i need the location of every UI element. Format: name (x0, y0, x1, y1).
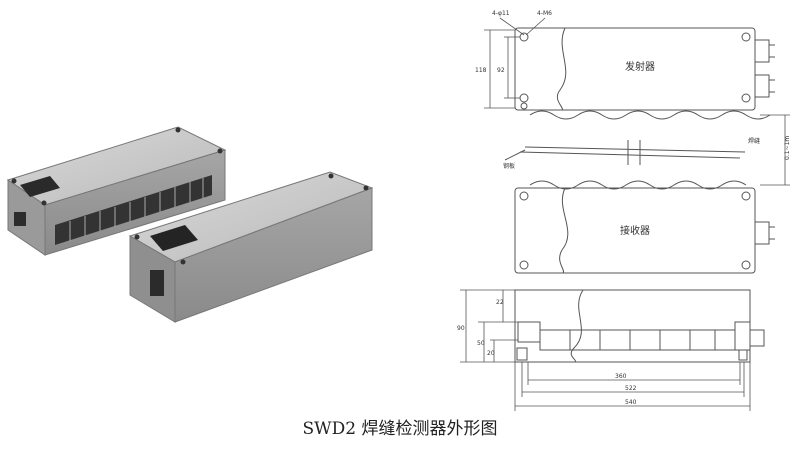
transmitter-label: 发射器 (625, 60, 655, 73)
screw-back-3 (217, 148, 223, 154)
weld-label: 焊缝 (748, 137, 760, 145)
transmitter-connector-2 (754, 74, 770, 98)
side-window (539, 329, 736, 351)
dim-90: 90 (457, 325, 465, 332)
hole-r-bl (519, 260, 529, 270)
hole-r-br (741, 260, 751, 270)
dim-22: 22 (496, 299, 504, 306)
device-photo-back (6, 126, 227, 256)
screw-front-3 (363, 185, 369, 191)
receiver-label: 接收器 (620, 224, 650, 237)
hole-br (741, 93, 751, 103)
steel-strip (504, 140, 746, 165)
break-line-mid (559, 187, 569, 274)
side-view-drawing (514, 289, 765, 363)
transmitter-connector-1 (754, 39, 770, 63)
label-plate-front (150, 225, 198, 251)
callout-holes-b: 4-M6 (537, 10, 552, 17)
screw-front-1 (134, 234, 140, 240)
label-plate-back (20, 176, 60, 197)
hole-bl (519, 93, 529, 103)
receiver-connector (754, 221, 770, 245)
receiver-drawing (514, 180, 775, 274)
range-dim (760, 114, 790, 186)
hole-bl2 (520, 102, 528, 110)
dim-540: 540 (625, 399, 637, 406)
dim-522: 522 (625, 385, 637, 392)
device-front-side (174, 187, 373, 323)
transmitter-dims (484, 17, 546, 109)
side-endcap-right (734, 321, 751, 351)
side-view-dims (460, 289, 751, 411)
side-foot-left (516, 347, 528, 361)
transmitter-drawing (514, 27, 775, 120)
dim-50: 50 (477, 340, 485, 347)
screw-front-2 (328, 173, 334, 179)
weld-wave-bottom (529, 180, 747, 190)
break-line-bottom (570, 289, 584, 363)
screw-back-1 (11, 178, 17, 184)
dim-range: 0.1~1m (784, 136, 791, 160)
figure-caption: SWD2 焊缝检测器外形图 (302, 419, 498, 439)
side-view-outline (514, 289, 751, 363)
break-line-top (556, 27, 567, 111)
screw-back-2 (175, 127, 181, 133)
connector-back (14, 212, 26, 226)
hole-r-tl (519, 191, 529, 201)
connector-front (150, 270, 164, 296)
device-photo-front (128, 171, 374, 323)
hole-r-tr (741, 191, 751, 201)
callout-holes-a: 4-φ11 (492, 10, 510, 17)
sensor-window-segments (69, 178, 204, 241)
side-connector (749, 329, 765, 347)
screw-back-4 (41, 200, 47, 206)
dim-118: 118 (475, 67, 487, 74)
dim-360: 360 (615, 373, 627, 380)
screw-front-4 (180, 259, 186, 265)
dim-20: 20 (487, 350, 495, 357)
dim-92: 92 (497, 67, 505, 74)
hole-tr (741, 32, 751, 42)
steel-strip-label: 钢板 (503, 162, 515, 170)
transmitter-outline (514, 27, 756, 111)
side-endcap-left (517, 321, 541, 343)
sensor-window-back (55, 175, 212, 245)
side-foot-right (738, 349, 748, 361)
weld-wave-top (529, 110, 771, 120)
